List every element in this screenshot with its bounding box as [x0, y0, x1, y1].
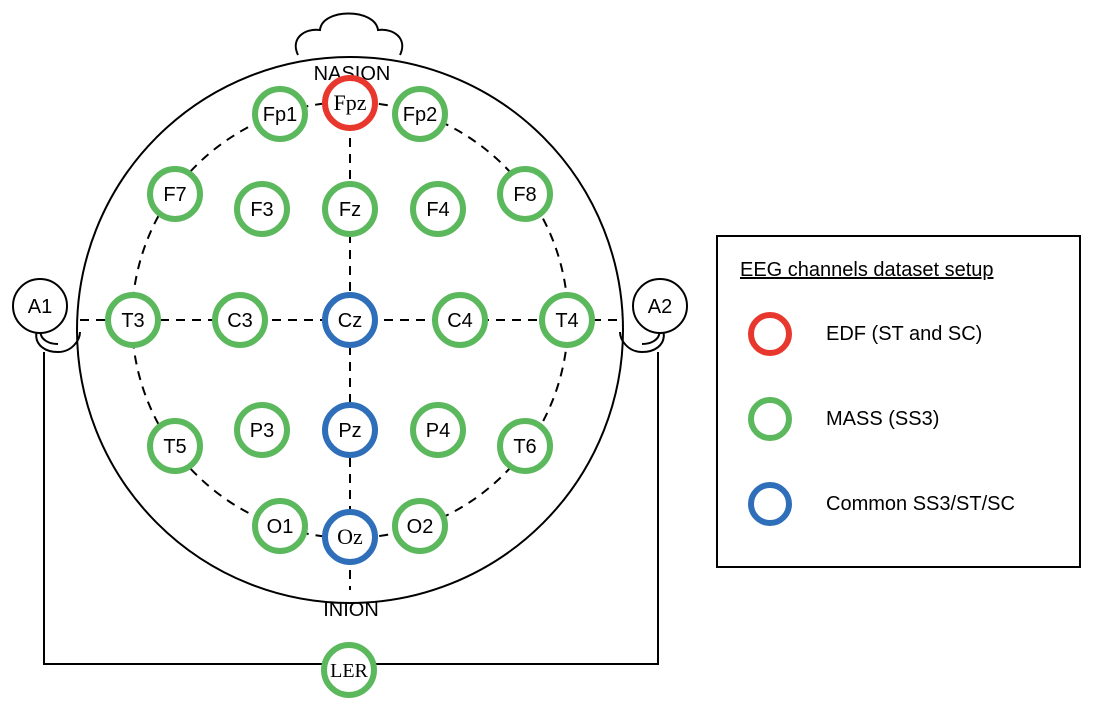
electrode-fp1: Fp1: [252, 86, 308, 142]
ear-label-a1: A1: [28, 296, 52, 318]
electrode-f3: F3: [234, 181, 290, 237]
electrode-c3: C3: [212, 292, 268, 348]
electrode-t6: T6: [497, 418, 553, 474]
electrode-ler: LER: [321, 642, 377, 698]
svg-text:Cz: Cz: [338, 310, 362, 332]
svg-text:Fpz: Fpz: [334, 90, 367, 115]
svg-text:C3: C3: [227, 310, 253, 332]
svg-text:Fz: Fz: [339, 199, 361, 221]
right-ear: [619, 278, 688, 354]
electrode-t5: T5: [147, 418, 203, 474]
svg-text:Oz: Oz: [337, 524, 363, 549]
svg-text:Pz: Pz: [338, 420, 361, 442]
svg-text:P3: P3: [250, 420, 274, 442]
legend-item-edf: EDF (ST and SC): [718, 310, 1079, 366]
electrode-f7: F7: [147, 166, 203, 222]
svg-text:T4: T4: [555, 310, 578, 332]
electrode-fpz: Fpz: [322, 75, 378, 131]
svg-text:F7: F7: [163, 184, 186, 206]
electrode-f4: F4: [410, 181, 466, 237]
nose-shape: [294, 12, 404, 56]
svg-text:T5: T5: [163, 436, 186, 458]
legend-item-common: Common SS3/ST/SC: [718, 480, 1079, 536]
legend-item-mass: MASS (SS3): [718, 395, 1079, 451]
legend-swatch-edf: [748, 312, 792, 356]
ear-label-a2: A2: [648, 296, 672, 318]
electrode-oz: Oz: [322, 509, 378, 565]
svg-text:C4: C4: [447, 310, 473, 332]
legend-label-common: Common SS3/ST/SC: [826, 493, 1015, 515]
svg-text:P4: P4: [426, 420, 450, 442]
electrode-c4: C4: [432, 292, 488, 348]
legend-swatch-mass: [748, 397, 792, 441]
electrode-o2: O2: [392, 498, 448, 554]
electrode-fp2: Fp2: [392, 86, 448, 142]
electrode-t3: T3: [105, 292, 161, 348]
electrode-t4: T4: [539, 292, 595, 348]
svg-text:O1: O1: [267, 516, 294, 538]
legend-label-mass: MASS (SS3): [826, 408, 940, 430]
legend: EEG channels dataset setup EDF (ST and S…: [716, 235, 1081, 568]
legend-title: EEG channels dataset setup: [740, 259, 994, 281]
head-outline: [76, 56, 624, 604]
svg-text:F3: F3: [250, 199, 273, 221]
nasion-label: NASION: [314, 63, 391, 85]
electrode-fz: Fz: [322, 181, 378, 237]
electrode-cz: Cz: [322, 292, 378, 348]
electrode-f8: F8: [497, 166, 553, 222]
svg-text:LER: LER: [330, 660, 368, 682]
electrode-o1: O1: [252, 498, 308, 554]
legend-label-edf: EDF (ST and SC): [826, 323, 983, 345]
svg-text:F8: F8: [513, 184, 536, 206]
svg-text:O2: O2: [407, 516, 434, 538]
svg-text:F4: F4: [426, 199, 449, 221]
legend-swatch-common: [748, 482, 792, 526]
svg-text:Fp1: Fp1: [263, 104, 297, 126]
svg-text:Fp2: Fp2: [403, 104, 437, 126]
electrode-p3: P3: [234, 402, 290, 458]
inion-label: INION: [323, 599, 379, 621]
electrode-p4: P4: [410, 402, 466, 458]
electrode-pz: Pz: [322, 402, 378, 458]
svg-text:T6: T6: [513, 436, 536, 458]
svg-text:T3: T3: [121, 310, 144, 332]
